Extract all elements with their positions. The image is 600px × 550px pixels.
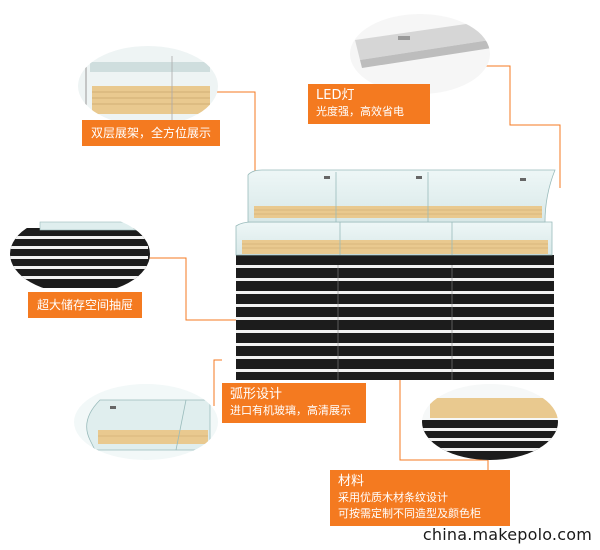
cabinet-base (236, 255, 554, 380)
label-material-line2: 可按需定制不同造型及颜色柜 (338, 507, 481, 520)
lower-glass (235, 221, 553, 256)
callout-image-drawer (10, 214, 150, 294)
label-double-shelf: 双层展架，全方位展示 (82, 120, 221, 146)
upper-glass (247, 169, 556, 223)
label-led-title: LED灯 (316, 88, 355, 103)
callout-image-material (422, 384, 558, 460)
label-material-title: 材料 (338, 474, 365, 489)
label-led: LED灯 光度强，高效省电 (308, 84, 430, 124)
label-led-subtitle: 光度强，高效省电 (316, 105, 404, 118)
label-arc: 弧形设计 进口有机玻璃，高清展示 (222, 383, 366, 423)
callout-image-double-shelf (78, 46, 218, 126)
label-material-line1: 采用优质木材条纹设计 (338, 491, 448, 504)
watermark: china.makepolo.com (422, 525, 592, 544)
label-drawer: 超大储存空间抽屉 (28, 292, 143, 318)
label-material: 材料 采用优质木材条纹设计 可按需定制不同造型及颜色柜 (330, 470, 510, 526)
callout-image-led (350, 14, 490, 94)
label-arc-title: 弧形设计 (230, 387, 283, 402)
label-arc-subtitle: 进口有机玻璃，高清展示 (230, 404, 351, 417)
callout-image-arc (74, 384, 218, 460)
main-cabinet (235, 169, 556, 380)
label-double-shelf-text: 双层展架，全方位展示 (91, 126, 212, 140)
label-drawer-text: 超大储存空间抽屉 (37, 298, 134, 312)
